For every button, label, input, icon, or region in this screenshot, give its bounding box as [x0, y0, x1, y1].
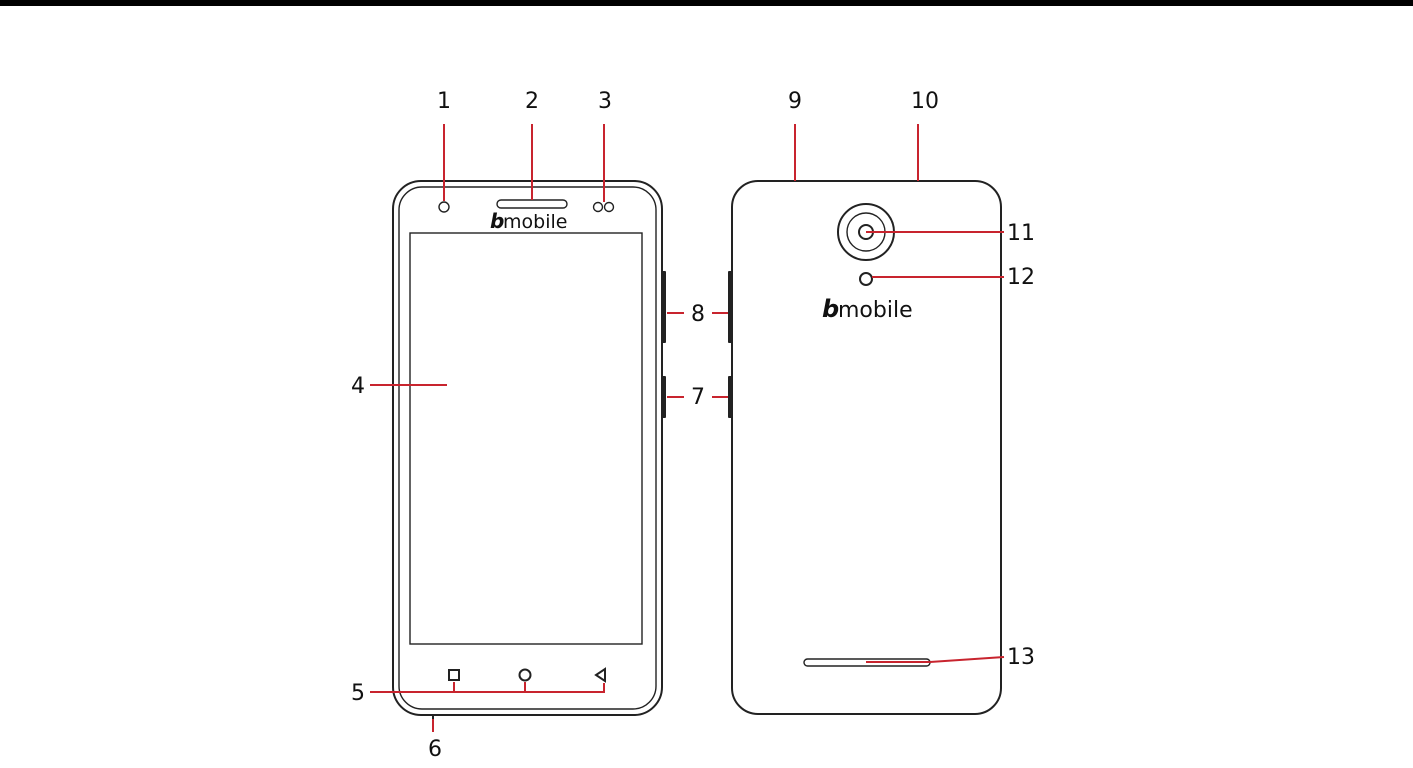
callout-11: 11 [1007, 221, 1035, 246]
leader-lines [370, 124, 1004, 732]
callout-9: 9 [788, 89, 802, 114]
front-volume-button [661, 271, 666, 343]
callout-5: 5 [351, 681, 365, 706]
callout-1: 1 [437, 89, 451, 114]
leader-5 [370, 683, 604, 692]
back-volume-button [728, 271, 733, 343]
back-brand-mark: b [822, 295, 839, 323]
callout-8: 8 [691, 302, 705, 327]
callout-4: 4 [351, 374, 365, 399]
front-power-button [661, 376, 666, 418]
callout-2: 2 [525, 89, 539, 114]
callout-13: 13 [1007, 645, 1035, 670]
earpiece-speaker [497, 200, 567, 208]
front-view: b mobile [393, 181, 666, 719]
back-view: b mobile [728, 181, 1001, 714]
back-brand-text: mobile [838, 298, 913, 323]
light-sensor-right-icon [605, 203, 614, 212]
flash-icon [860, 273, 872, 285]
touch-screen [410, 233, 642, 644]
square-icon [449, 670, 459, 680]
callout-3: 3 [598, 89, 612, 114]
front-body-inner [399, 187, 656, 709]
callout-7: 7 [691, 385, 705, 410]
back-power-button [728, 376, 733, 418]
front-body-outer [393, 181, 662, 715]
callout-6: 6 [428, 737, 442, 762]
front-brand-text: mobile [503, 211, 567, 233]
top-rule [0, 0, 1413, 6]
circle-icon [520, 670, 531, 681]
light-sensor-left-icon [594, 203, 603, 212]
triangle-back-icon [596, 669, 605, 681]
callout-12: 12 [1007, 265, 1035, 290]
front-camera-icon [439, 202, 449, 212]
callout-10: 10 [911, 89, 939, 114]
